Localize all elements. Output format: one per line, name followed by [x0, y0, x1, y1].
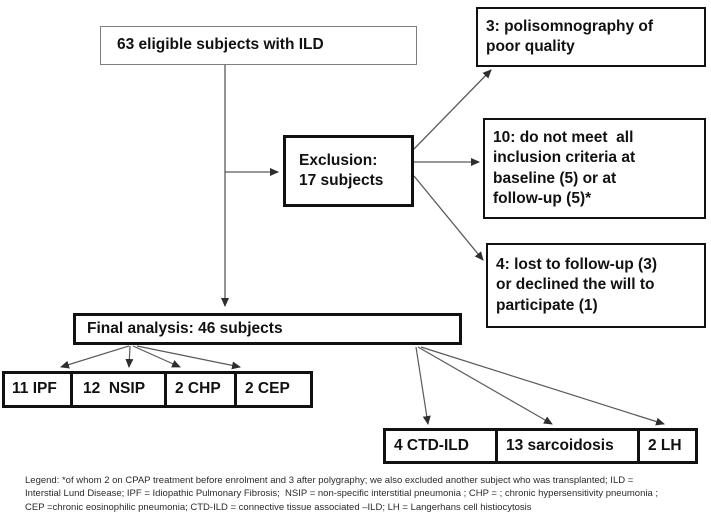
box-label: 13 sarcoidosis	[506, 436, 614, 454]
box-lost-followup: 4: lost to follow-up (3) or declined the…	[486, 243, 706, 328]
arrow-exclusion-to-psg	[413, 69, 492, 150]
arrow-final-to-sarcoidosis	[417, 346, 553, 425]
arrow-final-to-chp	[132, 345, 181, 368]
box-label: 4 CTD-ILD	[394, 436, 469, 454]
box-label: 2 CHP	[175, 380, 221, 398]
arrow-final-to-cep	[136, 345, 241, 370]
box-ctd-ild: 4 CTD-ILD	[383, 428, 498, 464]
box-exclusion: Exclusion: 17 subjects	[283, 135, 414, 207]
box-label: Exclusion: 17 subjects	[299, 151, 384, 189]
arrow-final-to-nsip	[125, 345, 134, 368]
arrow-final-to-ctd	[415, 346, 431, 425]
box-nsip: 12 NSIP	[70, 371, 167, 408]
box-inclusion-criteria: 10: do not meet all inclusion criteria a…	[483, 118, 706, 219]
box-ipf: 11 IPF	[2, 371, 73, 408]
box-label: Final analysis: 46 subjects	[87, 319, 283, 337]
box-label: 63 eligible subjects with ILD	[117, 36, 324, 54]
box-label: 12 NSIP	[83, 380, 146, 398]
box-label: 4: lost to follow-up (3) or declined the…	[496, 255, 658, 314]
arrow-final-to-lh	[420, 346, 665, 426]
box-sarcoidosis: 13 sarcoidosis	[495, 428, 640, 464]
box-label: 10: do not meet all inclusion criteria a…	[493, 128, 636, 207]
box-cep: 2 CEP	[234, 371, 313, 408]
box-eligible-subjects: 63 eligible subjects with ILD	[100, 26, 417, 65]
box-label: 2 LH	[648, 436, 682, 454]
box-label: 2 CEP	[245, 380, 290, 398]
arrow-final-to-ipf	[60, 345, 130, 369]
box-chp: 2 CHP	[164, 371, 237, 408]
box-label: 11 IPF	[12, 380, 57, 398]
box-final-analysis: Final analysis: 46 subjects	[73, 313, 462, 345]
legend-text: Legend: *of whom 2 on CPAP treatment bef…	[25, 475, 659, 513]
box-lh: 2 LH	[637, 428, 698, 464]
box-label: 3: polisomnography of poor quality	[486, 17, 654, 55]
box-psg-poor-quality: 3: polisomnography of poor quality	[476, 7, 706, 67]
arrow-exclusion-to-lost	[413, 175, 484, 261]
